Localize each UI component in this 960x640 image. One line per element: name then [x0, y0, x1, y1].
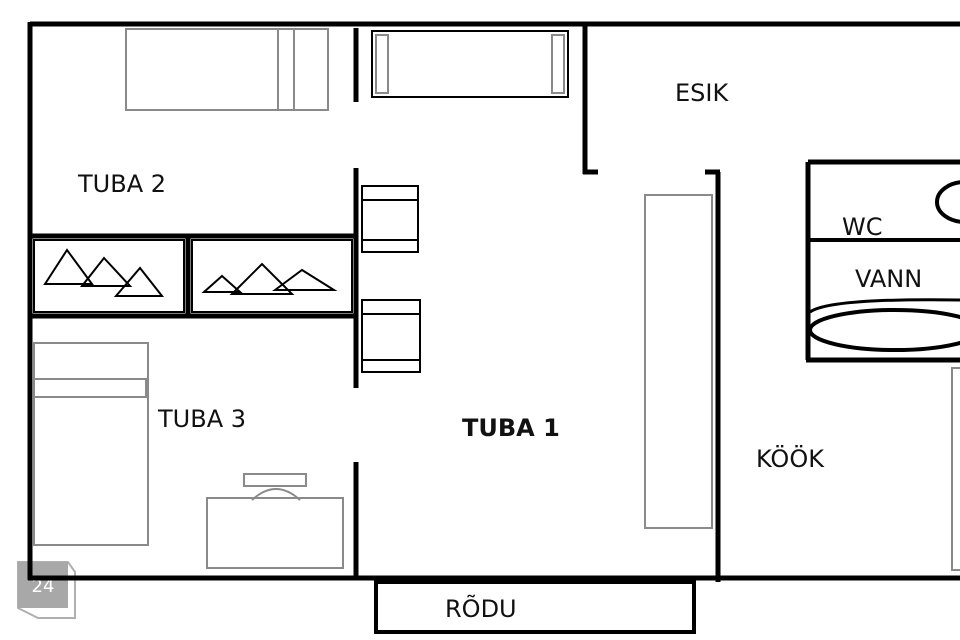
shelf-left: [33, 239, 185, 313]
label-tuba1: TUBA 1: [462, 414, 560, 442]
walls: [27, 21, 960, 582]
desk: [206, 473, 344, 569]
label-wc: WC: [842, 213, 883, 241]
label-kook: KÖÖK: [756, 444, 825, 473]
label-tuba2: TUBA 2: [77, 170, 166, 198]
armchair-1: [361, 185, 419, 253]
armchair-2: [361, 299, 421, 373]
bathtub: [808, 308, 960, 352]
badge-number: 24: [32, 576, 55, 597]
bed-tuba3: [33, 342, 149, 546]
label-esik: ESIK: [675, 79, 729, 107]
sofa: [371, 30, 569, 98]
bed-tuba2: [125, 28, 329, 111]
label-rodu: RÕDU: [445, 593, 517, 623]
label-tuba3: TUBA 3: [157, 405, 246, 433]
toilet: [935, 180, 960, 224]
bathroom: [805, 159, 960, 363]
balcony: [374, 580, 696, 634]
page-badge: 24: [17, 561, 76, 619]
cabinet: [644, 194, 713, 529]
label-vann: VANN: [855, 265, 922, 293]
shelf-right: [191, 239, 353, 313]
kitchen-counter: [951, 367, 960, 571]
